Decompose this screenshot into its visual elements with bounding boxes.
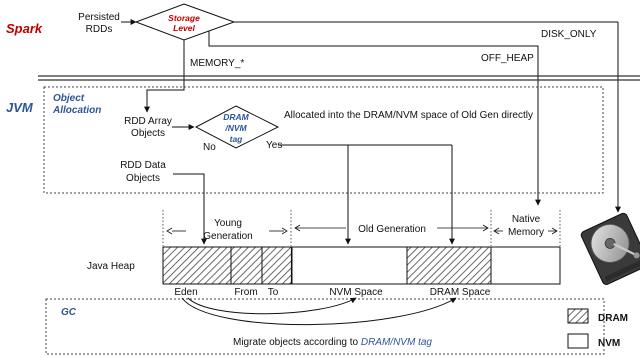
dram-space-block [406, 246, 492, 285]
tag-text-line1: DRAM [223, 112, 249, 122]
from-label: From [234, 287, 257, 298]
gc-dashed-box [45, 298, 605, 355]
from-block [230, 246, 263, 285]
old-generation-label: Old Generation [358, 224, 426, 235]
hard-disk-icon [580, 212, 640, 285]
migrate-to-nvm-curve [187, 297, 357, 315]
jvm-label: JVM [6, 100, 34, 115]
rdd-array-objects-line1: RDD Array [124, 116, 172, 127]
to-label: To [268, 287, 279, 298]
migrate-text-tag: DRAM/NVM tag [361, 337, 433, 348]
legend-nvm-swatch [567, 333, 589, 349]
native-span-right-head [551, 227, 558, 235]
tag-text-line2: /NVM [224, 123, 247, 133]
native-memory-label-line1: Native [512, 214, 541, 225]
native-memory-block [490, 246, 561, 285]
dram-nvm-tag-diamond [194, 105, 280, 149]
rdd-data-objects-line1: RDD Data [120, 160, 166, 171]
data-objects-to-eden-arrow [173, 173, 207, 245]
persisted-rdds-label-line1: Persisted [78, 12, 120, 23]
eden-block [162, 246, 232, 285]
young-span-right-head [281, 227, 288, 235]
legend-dram-label: DRAM [598, 313, 628, 324]
dram-space-label: DRAM Space [430, 287, 491, 298]
nvm-space-label: NVM Space [329, 287, 383, 298]
old-span-left-head [294, 224, 301, 232]
memory-star-label: MEMORY_* [190, 58, 244, 69]
rdd-data-objects-line2: Objects [126, 173, 160, 184]
disk-only-label: DISK_ONLY [541, 29, 597, 40]
tag-text-line3: tag [230, 134, 244, 144]
memory-star-arrow [144, 40, 185, 113]
storage-level-text-line1: Storage [168, 13, 200, 23]
legend-nvm-label: NVM [598, 338, 620, 349]
young-generation-label-line2: Generation [203, 231, 252, 242]
eden-label: Eden [174, 287, 197, 298]
jvm-dashed-box [43, 86, 604, 194]
migrate-text-prefix: Migrate objects according to [233, 337, 361, 348]
old-span-right-head [482, 224, 489, 232]
yes-branch-label: Yes [266, 140, 282, 151]
gc-label: GC [61, 307, 77, 318]
java-heap-label: Java Heap [87, 261, 135, 272]
object-allocation-label-line2: Allocation [52, 105, 101, 116]
nvm-space-block [291, 246, 408, 285]
young-generation-label-line1: Young [214, 218, 242, 229]
legend-dram-swatch [567, 308, 589, 324]
off-heap-label: OFF_HEAP [481, 53, 534, 64]
spark-label: Spark [6, 21, 43, 36]
young-span-left-head [166, 227, 173, 235]
no-branch-label: No [203, 142, 216, 153]
native-memory-label-line2: Memory [508, 227, 544, 238]
storage-level-text-line2: Level [173, 23, 195, 33]
migrate-to-dram-curve [181, 297, 457, 326]
migrate-text: Migrate objects according to DRAM/NVM ta… [233, 337, 432, 348]
native-span-left-head [493, 227, 500, 235]
to-block [261, 246, 293, 285]
persisted-rdds-label-line2: RDDs [86, 24, 113, 35]
allocated-note: Allocated into the DRAM/NVM space of Old… [284, 110, 533, 121]
off-heap-arrow [208, 31, 541, 206]
object-allocation-label-line1: Object [53, 93, 85, 104]
rdd-array-objects-line2: Objects [131, 128, 165, 139]
